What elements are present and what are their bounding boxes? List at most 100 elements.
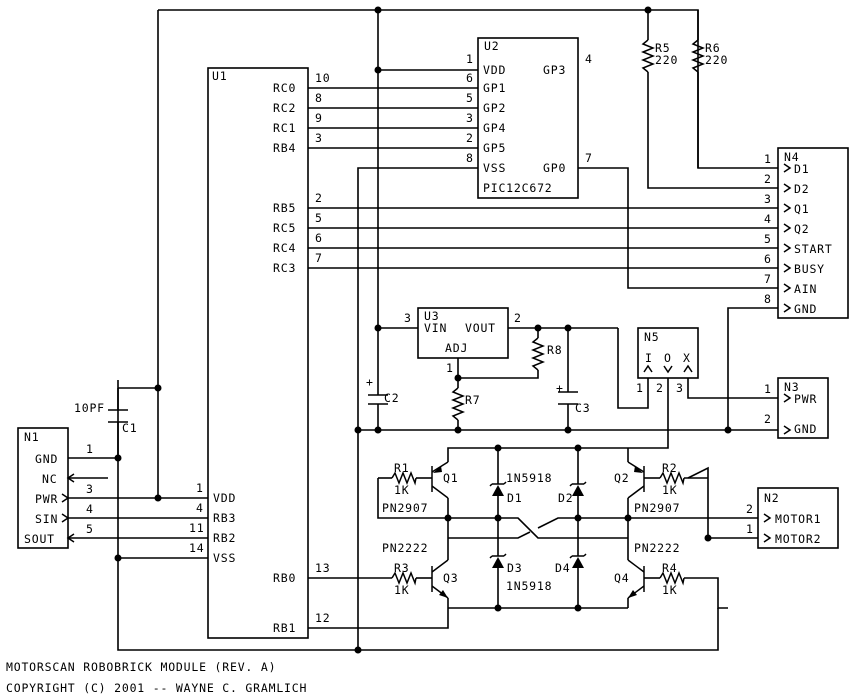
n4-pin-num: 1 xyxy=(764,152,772,166)
c3-ref: C3 xyxy=(575,401,590,415)
n1-pin-num: 4 xyxy=(86,502,94,516)
u3-adj: ADJ xyxy=(445,341,468,355)
c2-plus: + xyxy=(366,375,374,389)
n2-pin-name: MOTOR2 xyxy=(775,532,821,546)
n3-ref: N3 xyxy=(784,380,799,394)
u1-pin-num: 5 xyxy=(315,211,323,225)
r8-ref: R8 xyxy=(547,343,562,357)
q2-part: PN2907 xyxy=(634,501,680,515)
u2-pin-name: GP4 xyxy=(483,121,506,135)
n4-pin-num: 2 xyxy=(764,172,772,186)
n4-pin-num: 8 xyxy=(764,292,772,306)
n5-pin-num: 3 xyxy=(676,381,684,395)
copyright-notice: COPYRIGHT (C) 2001 -- WAYNE C. GRAMLICH xyxy=(6,681,307,695)
resistors: R5 220 R6 220 R8 R7 R1 1K R2 1K R3 1K R4… xyxy=(391,39,727,597)
n4-pin-num: 4 xyxy=(764,212,772,226)
q3-part: PN2222 xyxy=(382,541,428,555)
schematic-title: MOTORSCAN ROBOBRICK MODULE (REV. A) xyxy=(6,660,276,674)
d3-part: 1N5918 xyxy=(506,579,552,593)
n3-pin-name: PWR xyxy=(794,392,817,406)
u2-part: PIC12C672 xyxy=(483,181,553,195)
diodes: 1N5918 D1 D2 D3 1N5918 D4 xyxy=(489,471,587,593)
q1-part: PN2907 xyxy=(382,501,428,515)
n1-pin-name: SIN xyxy=(35,512,58,526)
u3-regulator: U3 VIN VOUT ADJ 3 2 1 xyxy=(404,307,522,375)
u1-ref: U1 xyxy=(212,69,227,83)
r3-ref: R3 xyxy=(394,561,409,575)
n4-pin-name: D2 xyxy=(794,182,809,196)
n1-ref: N1 xyxy=(24,430,39,444)
u1-pin-num: 8 xyxy=(315,91,323,105)
transistors: Q1 PN2907 Q2 PN2907 Q3 PN2222 Q4 PN2222 xyxy=(382,461,680,599)
u1-pin-name: RC4 xyxy=(273,241,296,255)
u2-pin-name: GP2 xyxy=(483,101,506,115)
u1-pin-name: RC2 xyxy=(273,101,296,115)
wires xyxy=(68,9,778,651)
r1-ref: R1 xyxy=(394,461,409,475)
n2-connector: N2 MOTOR1 2 MOTOR2 1 xyxy=(746,487,839,549)
n4-pin-num: 5 xyxy=(764,232,772,246)
u1-pin-name: VDD xyxy=(213,491,236,505)
u3-pin-num: 1 xyxy=(446,361,454,375)
n4-pin-name: BUSY xyxy=(794,262,825,276)
u2-pin-num: 3 xyxy=(466,111,474,125)
u1-pin-name: VSS xyxy=(213,551,236,565)
u1-pin-name: RB2 xyxy=(213,531,236,545)
r4-value: 1K xyxy=(662,583,677,597)
n3-pin-num: 1 xyxy=(764,382,772,396)
u2-pin-num: 2 xyxy=(466,131,474,145)
n4-pin-name: GND xyxy=(794,302,817,316)
d3-ref: D3 xyxy=(507,561,522,575)
d2-ref: D2 xyxy=(558,491,573,505)
u1-pin-num: 6 xyxy=(315,231,323,245)
u1-pin-name: RB1 xyxy=(273,621,296,635)
n3-pin-name: GND xyxy=(794,422,817,436)
n1-pin-name: NC xyxy=(42,472,57,486)
u3-pin-num: 2 xyxy=(514,311,522,325)
n4-pin-name: AIN xyxy=(794,282,817,296)
n1-pin-name: GND xyxy=(35,452,58,466)
d1-ref: D1 xyxy=(507,491,522,505)
u1-chip: U1 10 RC0 8 RC2 9 RC1 3 RB4 2 RB5 5 RC5 … xyxy=(189,67,330,639)
r7-ref: R7 xyxy=(465,393,480,407)
n1-pin-name: SOUT xyxy=(24,532,55,546)
n3-pin-num: 2 xyxy=(764,412,772,426)
n5-pin-num: 1 xyxy=(636,381,644,395)
n2-pin-name: MOTOR1 xyxy=(775,512,821,526)
u2-chip: U2 1 VDD 6 GP1 5 GP2 3 GP4 2 GP5 8 VSS 4… xyxy=(466,37,593,199)
r4-ref: R4 xyxy=(662,561,677,575)
u1-pin-num: 9 xyxy=(315,111,323,125)
capacitors: 10PF C1 + C2 + C3 xyxy=(74,375,590,435)
r2-value: 1K xyxy=(662,483,677,497)
title-block: MOTORSCAN ROBOBRICK MODULE (REV. A) COPY… xyxy=(6,660,307,695)
u1-pin-num: 4 xyxy=(196,501,204,515)
c2-ref: C2 xyxy=(384,391,399,405)
n4-pin-name: Q1 xyxy=(794,202,809,216)
u2-pin-num: 7 xyxy=(585,151,593,165)
r5-value: 220 xyxy=(655,53,678,67)
n5-label: O xyxy=(664,351,672,365)
u2-pin-num: 4 xyxy=(585,52,593,66)
u1-pin-name: RB3 xyxy=(213,511,236,525)
q2-ref: Q2 xyxy=(614,471,629,485)
u1-pin-name: RC0 xyxy=(273,81,296,95)
n2-pin-num: 2 xyxy=(746,502,754,516)
u2-pin-name: GP5 xyxy=(483,141,506,155)
u2-pin-num: 8 xyxy=(466,151,474,165)
n1-pin-num: 5 xyxy=(86,522,94,536)
n4-pin-name: D1 xyxy=(794,162,809,176)
u3-vin: VIN xyxy=(424,321,447,335)
n4-connector: N4 D1 1 D2 2 Q1 3 Q2 4 START 5 BUSY 6 AI… xyxy=(764,147,849,319)
junctions xyxy=(114,6,732,654)
u3-ref: U3 xyxy=(424,309,439,323)
u1-pin-name: RB5 xyxy=(273,201,296,215)
c3-plus: + xyxy=(556,381,564,395)
n5-pin-num: 2 xyxy=(656,381,664,395)
u1-pin-num: 13 xyxy=(315,561,330,575)
u3-vout: VOUT xyxy=(465,321,496,335)
u2-pin-num: 5 xyxy=(466,91,474,105)
n5-connector: N5 I O X 1 2 3 xyxy=(636,327,699,395)
u1-pin-num: 12 xyxy=(315,611,330,625)
r2-ref: R2 xyxy=(662,461,677,475)
